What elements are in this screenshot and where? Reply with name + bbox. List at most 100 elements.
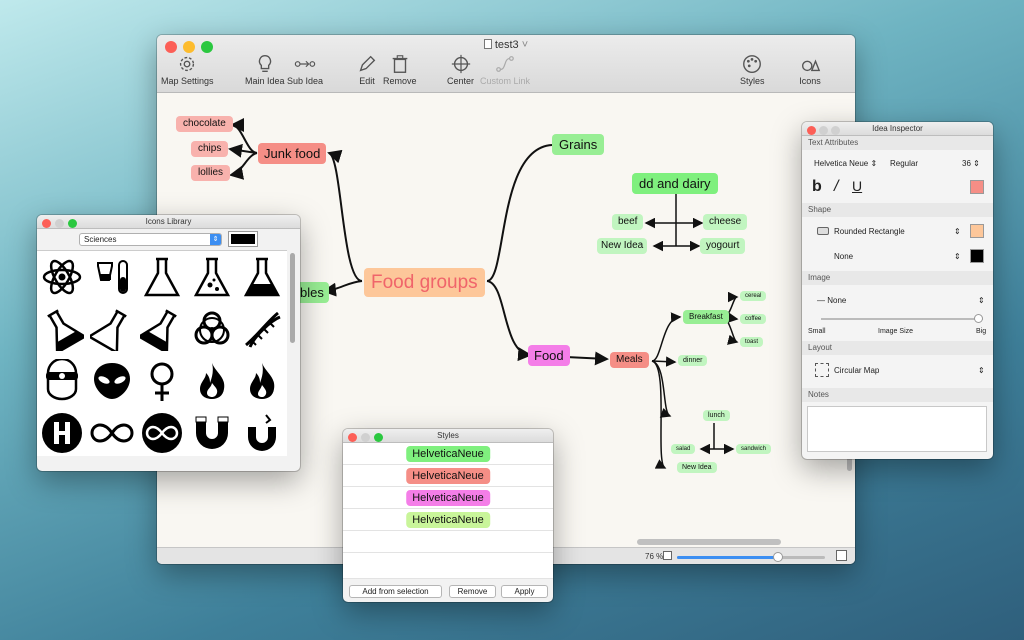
trash-icon <box>392 55 408 73</box>
flask-filled-icon[interactable] <box>237 251 287 303</box>
mindmap-node-new-idea-2[interactable]: New Idea <box>677 462 717 473</box>
test-tubes-icon[interactable] <box>87 251 137 303</box>
image-select[interactable]: — None <box>817 296 847 305</box>
zoom-slider-knob[interactable] <box>772 552 783 562</box>
image-size-big-label: Big <box>976 328 987 335</box>
hospital-h-icon[interactable] <box>37 407 87 456</box>
style-row[interactable]: HelveticaNeue <box>343 509 553 531</box>
image-size-slider-knob[interactable] <box>974 314 983 323</box>
custom-link-button[interactable]: Custom Link <box>480 53 530 86</box>
minimize-button[interactable] <box>183 41 195 53</box>
icons-button[interactable]: Icons <box>799 53 821 86</box>
mindmap-node-sandwich[interactable]: sandwich <box>736 444 772 454</box>
mindmap-node-coffee[interactable]: coffee <box>740 314 767 324</box>
atom-icon[interactable] <box>37 251 87 303</box>
style-row[interactable]: HelveticaNeue <box>343 487 553 509</box>
mindmap-node-cheese[interactable]: cheese <box>703 214 748 230</box>
alien-icon[interactable] <box>87 355 137 407</box>
image-size-slider[interactable] <box>821 314 983 323</box>
vertical-scrollbar[interactable] <box>847 455 852 471</box>
bold-button[interactable]: b <box>812 178 822 195</box>
zoom-button[interactable] <box>68 219 77 228</box>
notes-textarea[interactable] <box>807 406 987 452</box>
mindmap-node-food-groups[interactable]: Food groups <box>364 268 485 297</box>
mindmap-node-grains[interactable]: Grains <box>552 134 605 155</box>
zoom-button[interactable] <box>201 41 213 53</box>
border-select[interactable]: None <box>834 252 854 261</box>
mindmap-node-cereal[interactable]: cereal <box>740 291 767 301</box>
text-color-swatch[interactable] <box>970 180 984 194</box>
zoom-out-icon[interactable] <box>663 551 672 560</box>
mindmap-node-lunch[interactable]: lunch <box>703 410 730 421</box>
font-family-select[interactable]: Helvetica Neue ⇕ <box>814 159 878 168</box>
close-button[interactable] <box>165 41 177 53</box>
mindmap-node-dinner[interactable]: dinner <box>678 355 708 366</box>
flask-tilted-filled-icon[interactable] <box>136 303 187 355</box>
font-style-select[interactable]: Regular <box>890 159 919 168</box>
font-size-stepper[interactable]: 36 ⇕ <box>962 159 980 168</box>
icon-grid-scrollbar[interactable] <box>290 253 295 343</box>
custom-link-icon <box>496 56 514 72</box>
infinity-icon[interactable] <box>87 407 137 456</box>
horizontal-scrollbar[interactable] <box>637 539 781 545</box>
flame-icon[interactable] <box>187 355 237 407</box>
cyclops-icon[interactable] <box>37 355 87 407</box>
mindmap-node-vegetables[interactable]: bles <box>295 282 329 303</box>
border-color-swatch[interactable] <box>970 249 984 263</box>
magnet-broken-icon[interactable] <box>237 407 287 456</box>
shape-select[interactable]: Rounded Rectangle <box>834 227 905 236</box>
italic-button[interactable]: / <box>834 178 839 195</box>
mindmap-node-chocolate[interactable]: chocolate <box>176 116 233 132</box>
style-row[interactable]: HelveticaNeue <box>343 465 553 487</box>
styles-button[interactable]: Styles <box>740 53 765 86</box>
underline-button[interactable]: U <box>852 178 863 194</box>
edit-button[interactable]: Edit <box>356 53 378 86</box>
mindmap-node-food[interactable]: Food <box>528 345 570 366</box>
female-symbol-icon[interactable] <box>137 355 187 407</box>
mindmap-node-salad[interactable]: salad <box>671 444 696 454</box>
zoom-slider[interactable] <box>677 552 825 562</box>
shape-color-swatch[interactable] <box>970 224 984 238</box>
zoom-in-icon[interactable] <box>836 550 847 561</box>
biohazard-icon[interactable] <box>187 303 237 355</box>
mindmap-node-dairy[interactable]: dd and dairy <box>632 173 718 194</box>
sub-idea-button[interactable]: Sub Idea <box>287 53 323 86</box>
apply-style-button[interactable]: Apply <box>501 585 548 598</box>
zoom-button[interactable] <box>831 126 840 135</box>
map-settings-button[interactable]: Map Settings <box>161 53 214 86</box>
flask-bubbles-icon[interactable] <box>187 251 237 303</box>
mindmap-node-lollies[interactable]: lollies <box>191 165 231 181</box>
remove-style-button[interactable]: Remove <box>449 585 496 598</box>
close-button[interactable] <box>807 126 816 135</box>
style-row[interactable]: HelveticaNeue <box>343 443 553 465</box>
mindmap-node-new-idea[interactable]: New Idea <box>597 238 648 254</box>
zoom-button[interactable] <box>374 433 383 442</box>
flame-filled-icon[interactable] <box>237 355 287 407</box>
close-button[interactable] <box>348 433 357 442</box>
add-from-selection-button[interactable]: Add from selection <box>349 585 442 598</box>
mindmap-links <box>228 118 739 469</box>
dna-icon[interactable] <box>237 303 287 355</box>
mindmap-node-breakfast[interactable]: Breakfast <box>683 310 729 324</box>
magnet-icon[interactable] <box>187 407 237 456</box>
mindmap-node-meals[interactable]: Meals <box>610 352 649 368</box>
close-button[interactable] <box>42 219 51 228</box>
mindmap-node-chips[interactable]: chips <box>191 141 229 157</box>
flask-tilted-icon[interactable] <box>86 303 137 355</box>
mindmap-node-yogourt[interactable]: yogourt <box>700 238 746 254</box>
minimize-button[interactable] <box>819 126 828 135</box>
minimize-button[interactable] <box>55 219 64 228</box>
center-button[interactable]: Center <box>447 53 474 86</box>
mindmap-node-junk-food[interactable]: Junk food <box>258 143 327 164</box>
flask-tilted-dots-icon[interactable] <box>37 303 88 355</box>
mindmap-node-toast[interactable]: toast <box>740 337 764 347</box>
layout-select[interactable]: Circular Map <box>834 366 880 375</box>
flask-icon[interactable] <box>137 251 187 303</box>
main-idea-button[interactable]: Main Idea <box>245 53 285 86</box>
infinity-circle-icon[interactable] <box>137 407 187 456</box>
icon-category-select[interactable]: Sciences⇕ <box>79 233 222 246</box>
icon-color-swatch[interactable] <box>228 231 258 247</box>
mindmap-node-beef[interactable]: beef <box>612 214 644 230</box>
minimize-button[interactable] <box>361 433 370 442</box>
remove-button[interactable]: Remove <box>383 53 417 86</box>
